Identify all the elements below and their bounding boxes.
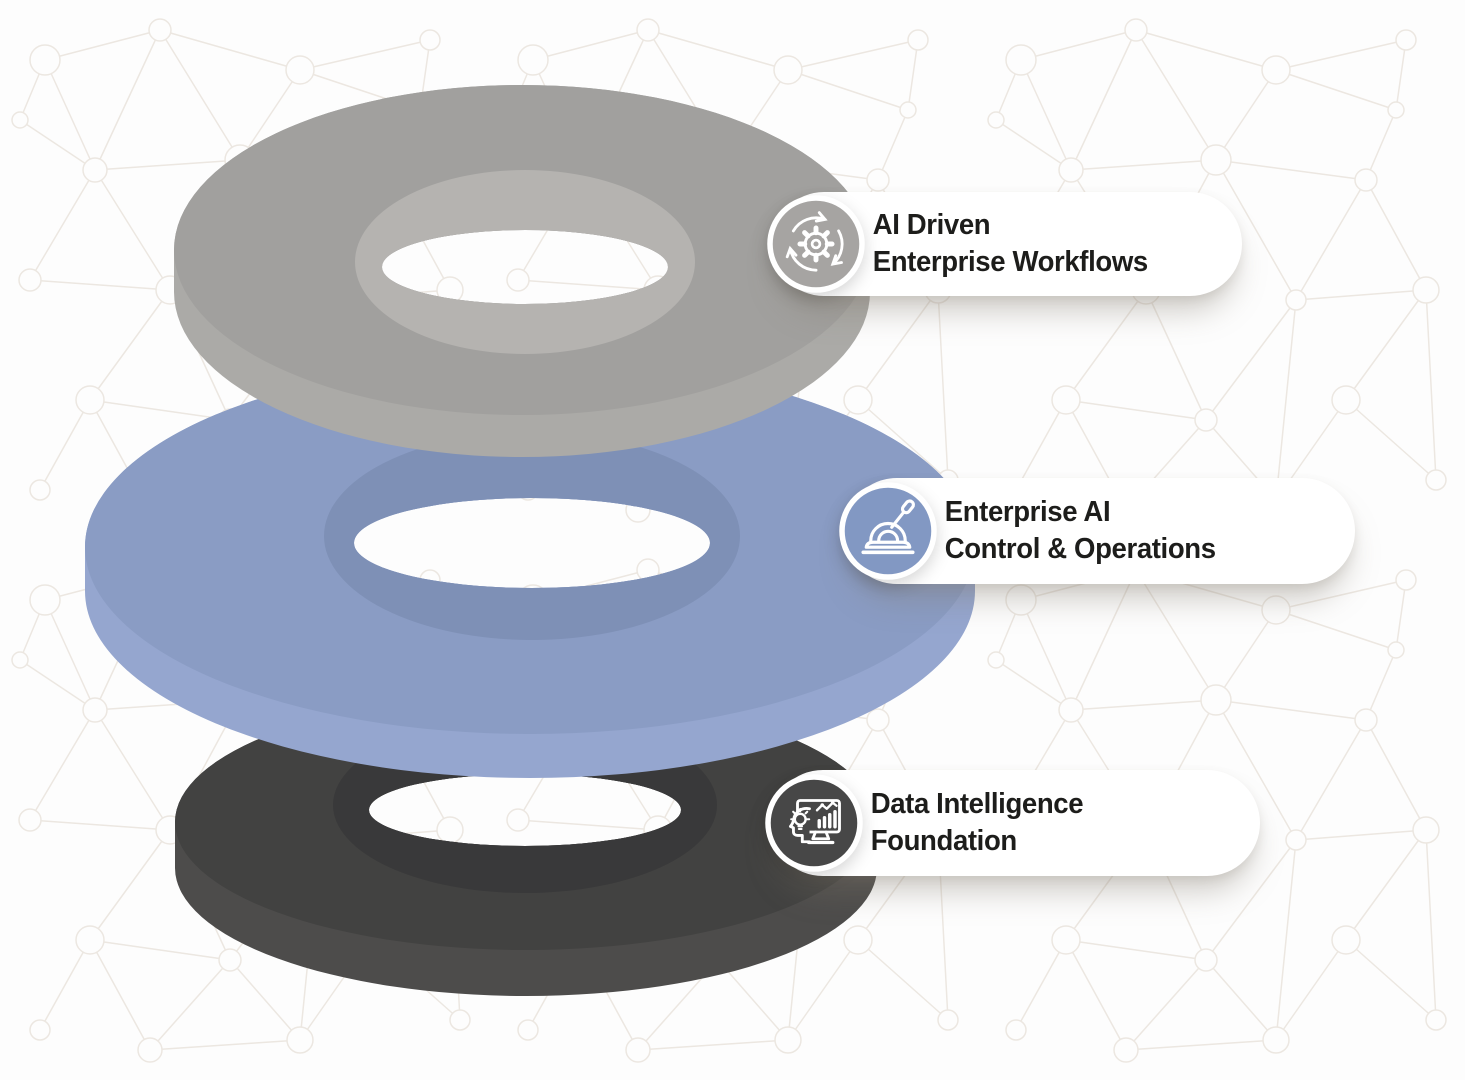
label-workflows: AI Driven Enterprise Workflows [772, 207, 1148, 281]
label-card-workflows: AI Driven Enterprise Workflows [767, 192, 1242, 296]
label-foundation: Data Intelligence Foundation [770, 786, 1084, 860]
data-intelligence-icon [765, 774, 863, 872]
label-control-line1: Enterprise AI [944, 496, 1111, 528]
ring-control-top [85, 360, 975, 734]
label-foundation-line1: Data Intelligence [870, 788, 1084, 820]
label-card-foundation: Data Intelligence Foundation [765, 770, 1260, 876]
icon-circle-workflows [767, 195, 865, 293]
ring-workflows [174, 85, 870, 457]
ring-workflows-top [174, 85, 870, 415]
label-control: Enterprise AI Control & Operations [844, 494, 1216, 568]
cycle-gear-icon [767, 195, 865, 293]
ring-control-inner [324, 432, 740, 640]
label-control-line2: Control & Operations [944, 533, 1216, 565]
control-lever-icon [839, 482, 937, 580]
label-workflows-line2: Enterprise Workflows [872, 246, 1148, 278]
ring-control [85, 360, 975, 778]
label-foundation-line2: Foundation [870, 825, 1018, 857]
ring-workflows-inner [355, 170, 695, 354]
label-workflows-line1: AI Driven [872, 209, 991, 241]
label-card-control: Enterprise AI Control & Operations [839, 478, 1355, 584]
